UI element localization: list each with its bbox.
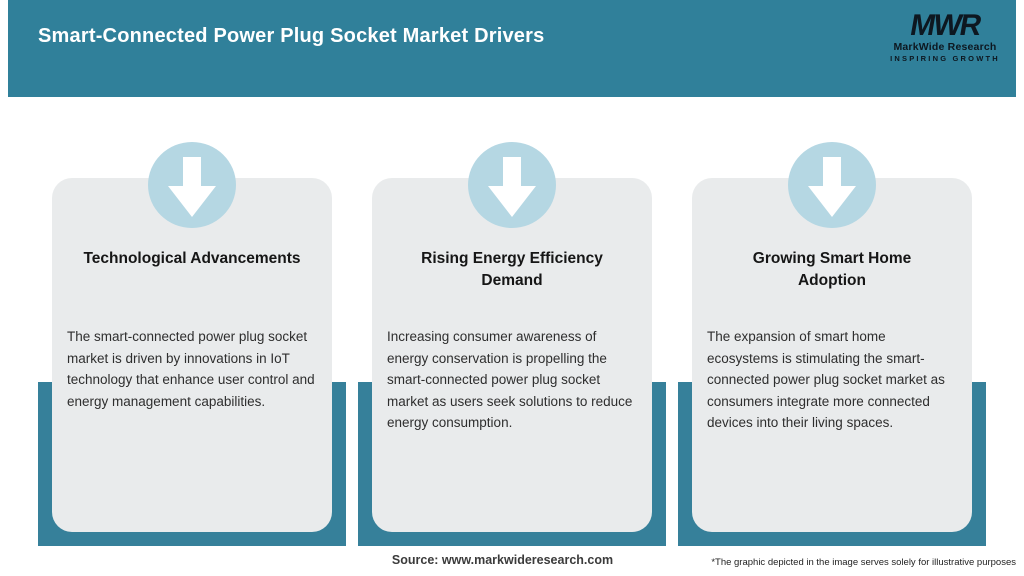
card-description: Increasing consumer awareness of energy … <box>387 329 633 430</box>
icon-circle <box>468 142 556 228</box>
markwide-research-logo: MWR MarkWide Research INSPIRING GROWTH <box>890 9 1000 63</box>
icon-circle <box>148 142 236 228</box>
card-description: The expansion of smart home ecosystems i… <box>707 329 945 430</box>
down-arrow-icon <box>166 151 218 219</box>
icon-circle <box>788 142 876 228</box>
card-title: Technological Advancements <box>52 248 332 270</box>
driver-card-technological-advancements: Technological Advancements The smart-con… <box>52 178 332 532</box>
logo-name: MarkWide Research <box>893 41 997 53</box>
logo-tagline: INSPIRING GROWTH <box>890 54 1000 63</box>
disclaimer-text: *The graphic depicted in the image serve… <box>711 557 1016 568</box>
down-arrow-icon <box>486 151 538 219</box>
driver-card-rising-energy-efficiency-demand: Rising Energy Efficiency Demand Increasi… <box>372 178 652 532</box>
card-title-line: Growing Smart Home <box>752 250 912 267</box>
logo-monogram: MWR <box>907 9 983 42</box>
down-arrow-icon <box>806 151 858 219</box>
driver-card-growing-smart-home-adoption: Growing Smart Home Adoption The expansio… <box>692 178 972 532</box>
card-title: Rising Energy Efficiency Demand <box>372 248 652 292</box>
card-title-line: Rising Energy Efficiency <box>421 250 603 267</box>
card-description: The smart-connected power plug socket ma… <box>67 329 315 409</box>
card-title: Growing Smart Home Adoption <box>692 248 972 292</box>
card-title-line: Technological Advancements <box>83 250 301 267</box>
header-bar: Smart-Connected Power Plug Socket Market… <box>8 0 1016 97</box>
card-title-line: Demand <box>481 272 543 289</box>
source-text: Source: www.markwideresearch.com <box>391 553 614 567</box>
card-title-line: Adoption <box>797 272 866 289</box>
page-title: Smart-Connected Power Plug Socket Market… <box>38 25 545 47</box>
